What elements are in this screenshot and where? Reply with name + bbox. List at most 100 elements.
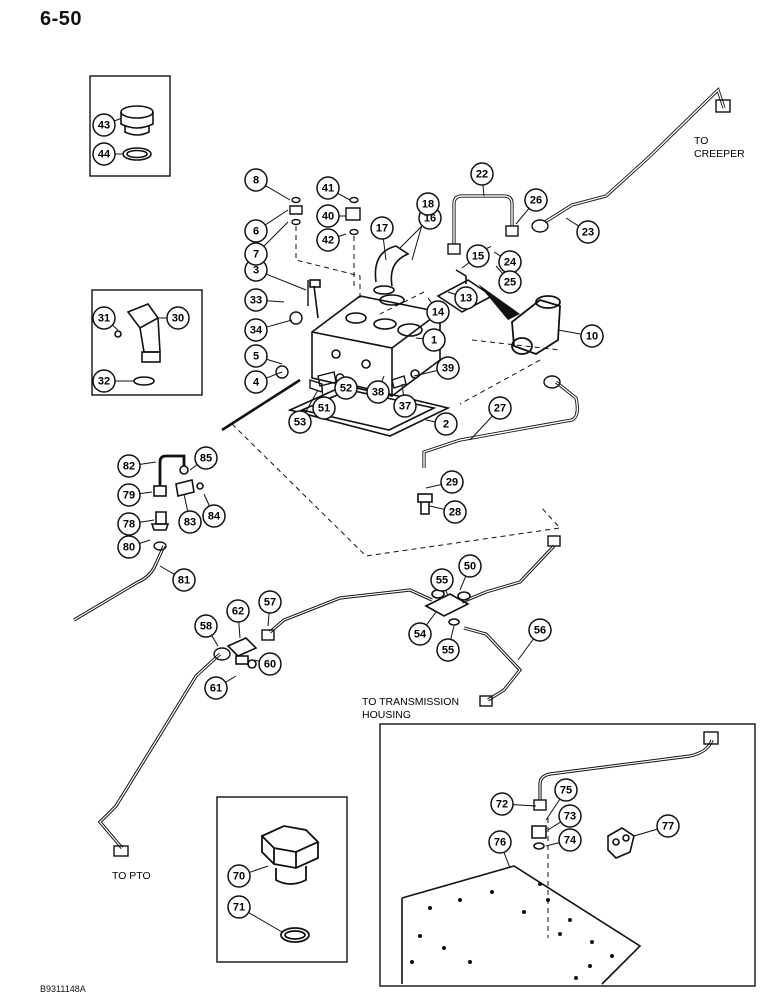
callout-leader [321,385,324,398]
callout-number: 75 [560,785,572,797]
callout-number: 62 [232,606,244,618]
callout-leader [265,185,291,201]
callout-55: 55 [436,638,460,662]
callout-number: 7 [253,249,259,261]
annotation-pto: TO PTO [112,870,151,882]
callout-1: 1 [422,328,446,352]
callout-34: 34 [244,318,268,342]
callout-number: 61 [210,683,222,695]
callout-leader [211,635,219,647]
callout-23: 23 [576,220,600,244]
callout-number: 33 [250,295,262,307]
callout-85: 85 [194,446,218,470]
callout-leader [493,251,501,257]
callout-leader [338,233,347,237]
callout-circle [117,535,141,559]
callout-61: 61 [204,676,228,700]
callout-number: 70 [233,871,245,883]
callout-60: 60 [258,652,282,676]
callout-56: 56 [528,618,552,642]
callout-circle [194,614,218,638]
callout-leader [382,238,387,261]
callout-leader [413,370,438,377]
callout-number: 78 [123,519,135,531]
callout-number: 32 [98,376,110,388]
callout-circle [244,242,268,266]
callout-30: 30 [166,306,190,330]
figure-code: B9311148A [40,984,86,994]
tube-81 [73,545,166,622]
callout-57: 57 [258,590,282,614]
callout-76: 76 [488,830,512,854]
fitting-28 [417,493,433,515]
callout-number: 74 [564,835,577,847]
callout-number: 6 [253,226,259,238]
elbow-10 [511,295,561,355]
callout-leader [503,852,511,869]
callout-80: 80 [117,535,141,559]
large-plug-icon [260,825,320,943]
callout-number: 26 [530,195,542,207]
callout-number: 13 [460,293,472,305]
callout-leader [545,798,561,821]
tee-62 [226,637,258,669]
callout-number: 23 [582,227,594,239]
callout-circle [244,219,268,243]
callout-number: 30 [172,313,184,325]
callout-number: 54 [414,629,427,641]
plug-icon [120,105,154,161]
callout-leader [266,371,283,379]
callout-circle [434,412,458,436]
callout-leader [545,842,560,847]
callout-leader [401,383,405,396]
callout-circle [92,142,116,166]
annotation-creeper-1: TO [694,135,708,147]
callout-5: 5 [244,344,268,368]
callout-circle [244,168,268,192]
callout-15: 15 [466,244,490,268]
callout-leaders [112,117,658,933]
callout-circle [244,288,268,312]
callout-leader [565,217,579,227]
callout-41: 41 [316,176,340,200]
callout-circle [244,318,268,342]
callout-circle [92,369,116,393]
callout-circle [92,113,116,137]
callout-number: 83 [184,517,196,529]
inset-box-elbow [91,289,203,396]
callout-circle [227,895,251,919]
callout-circle [454,286,478,310]
callout-circle [288,410,312,434]
callout-circle [440,470,464,494]
callout-leader [183,493,189,512]
callout-number: 52 [340,383,352,395]
callout-circle [244,344,268,368]
callout-number: 4 [253,377,260,389]
callout-number: 55 [436,575,448,587]
callout-27: 27 [488,396,512,420]
callout-7: 7 [244,242,268,266]
callout-number: 15 [472,251,484,263]
callout-circle [488,830,512,854]
callout-75: 75 [554,778,578,802]
callout-circle [498,270,522,294]
callout-circle [202,504,226,528]
callout-leader [139,519,155,523]
callout-33: 33 [244,288,268,312]
callout-circle [430,568,454,592]
fittings-73-77 [531,825,635,859]
callout-leader [267,612,270,627]
callout-18: 18 [416,192,440,216]
callout-leader [461,262,470,269]
callout-circle [443,500,467,524]
callout-43: 43 [92,113,116,137]
callout-leader [266,273,307,291]
callout-number: 25 [504,277,516,289]
callout-53: 53 [288,410,312,434]
callout-circle [258,590,282,614]
callout-circle [488,396,512,420]
callout-number: 8 [253,175,259,187]
callout-leader [469,415,493,441]
callout-82: 82 [117,454,141,478]
callout-circle [416,192,440,216]
